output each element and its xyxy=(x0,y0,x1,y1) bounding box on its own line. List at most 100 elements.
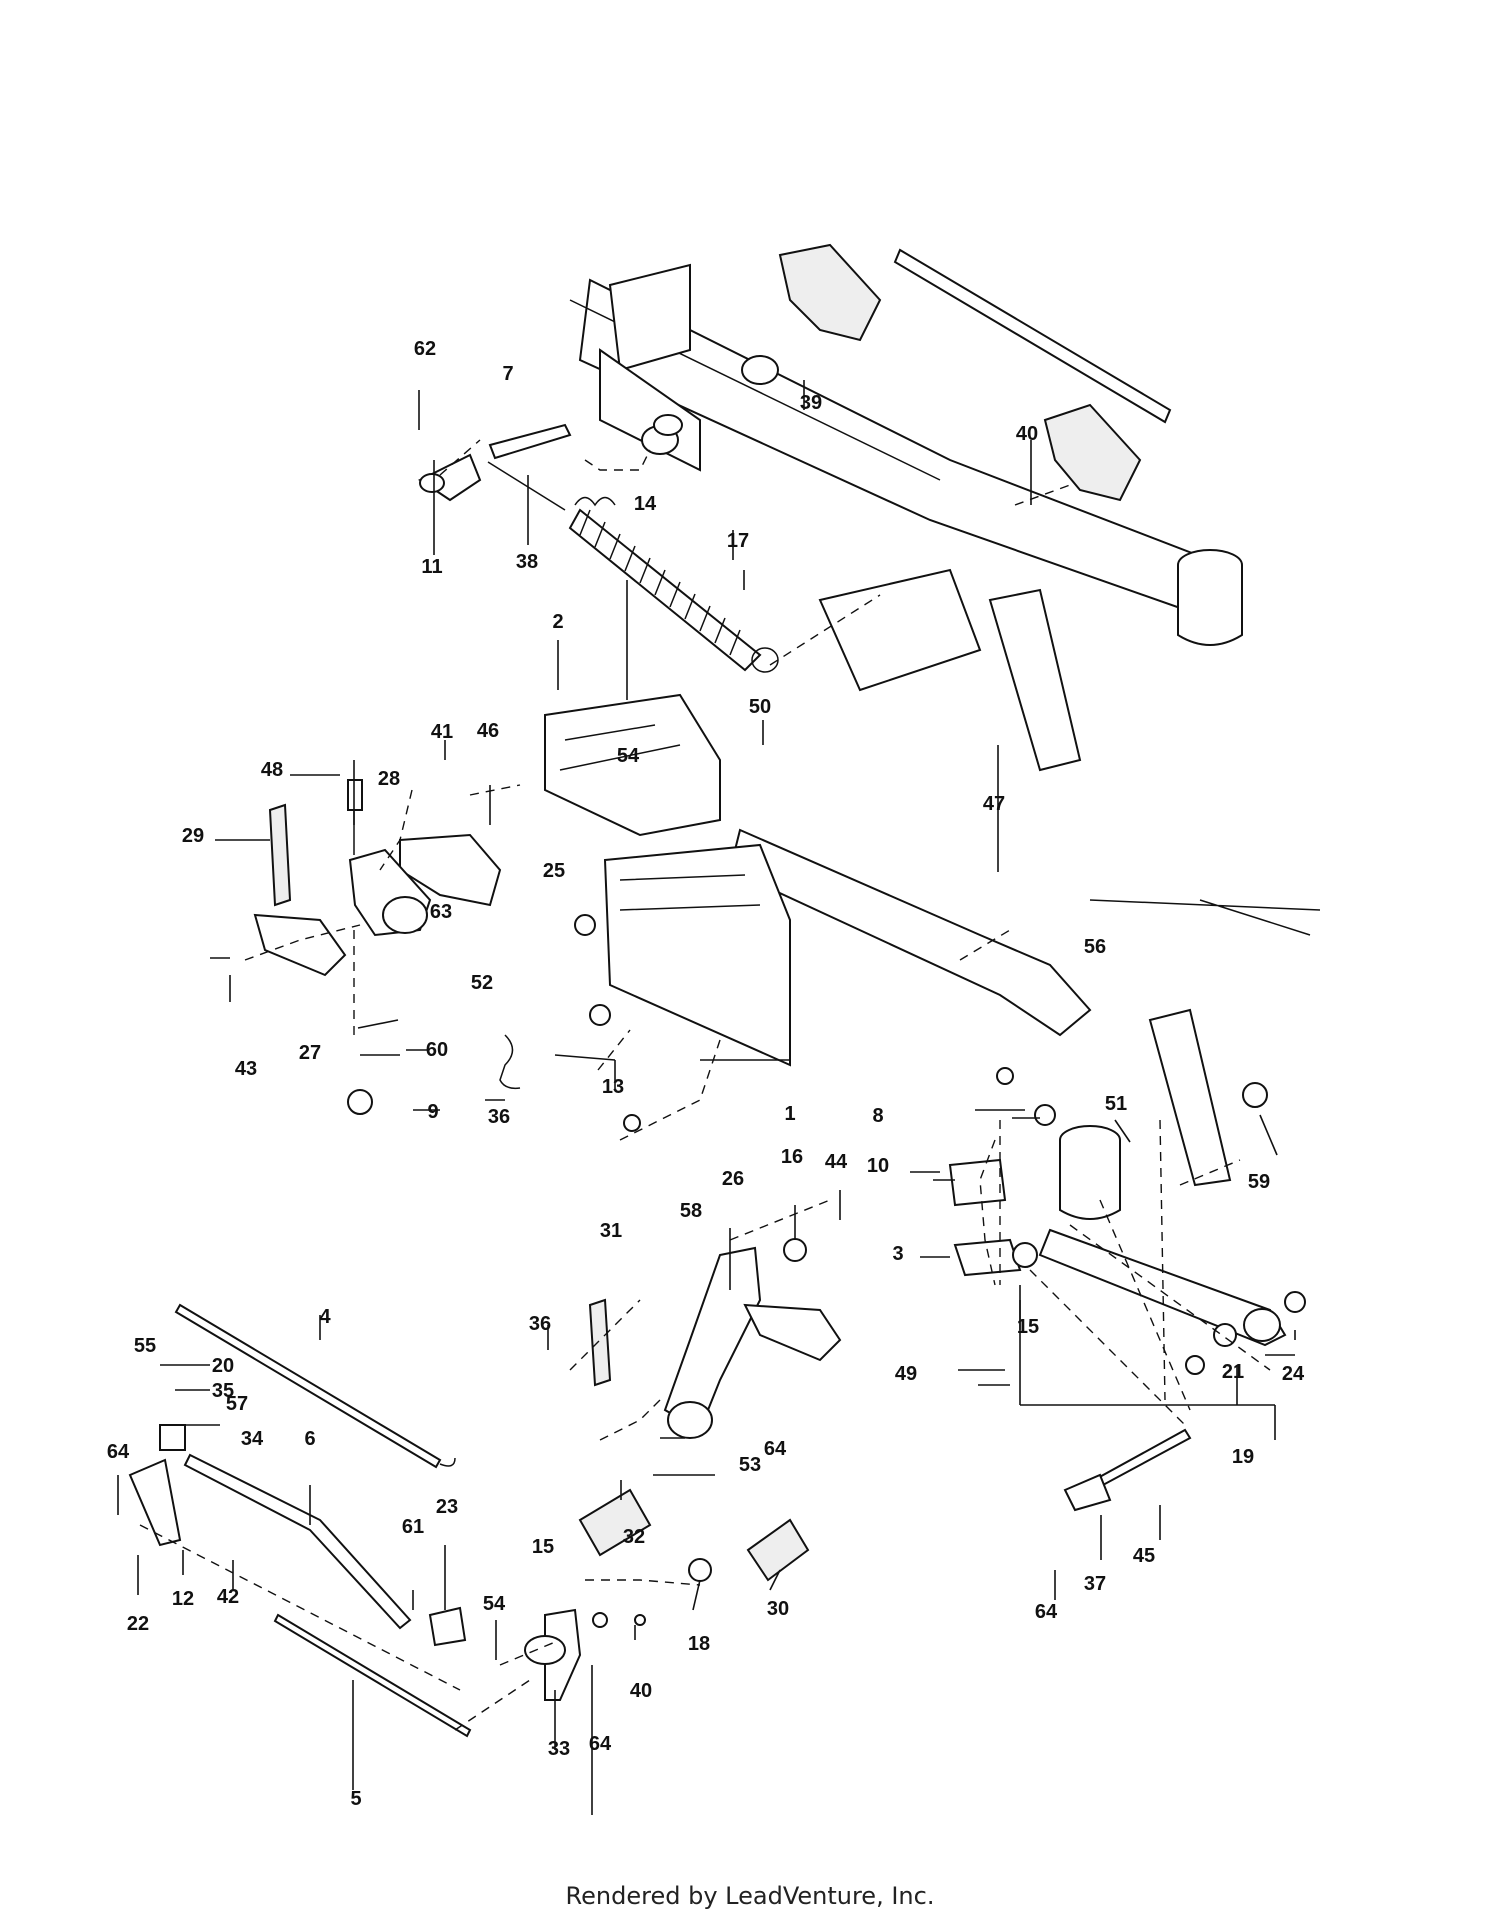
callout-label-9: 9 xyxy=(427,1101,438,1123)
block-24 xyxy=(428,1606,467,1647)
callout-label-63: 63 xyxy=(430,901,452,923)
grip-31 xyxy=(746,1518,810,1582)
callout-label-17: 17 xyxy=(727,530,749,552)
callout-label-21: 21 xyxy=(1222,1361,1244,1383)
callout-label-60: 60 xyxy=(426,1039,448,1061)
callout-label-27: 27 xyxy=(299,1042,321,1064)
bracket-35 xyxy=(159,1424,186,1451)
bellcrank-28 xyxy=(253,913,347,977)
callout-label-4: 4 xyxy=(319,1306,331,1328)
callout-label-18: 18 xyxy=(688,1633,710,1655)
front-mount-bracket xyxy=(608,263,691,372)
callout-label-33: 33 xyxy=(548,1738,570,1760)
callout-label-2: 2 xyxy=(552,611,563,633)
callout-label-28: 28 xyxy=(378,768,400,790)
callout-label-1: 1 xyxy=(784,1103,795,1125)
plate-3 xyxy=(953,1238,1022,1277)
assembly-dashes xyxy=(139,439,1271,1731)
hanger-assembly-left xyxy=(778,243,882,342)
callout-label-20: 20 xyxy=(212,1355,234,1377)
callout-label-47: 47 xyxy=(983,793,1005,815)
clamp-10 xyxy=(948,1158,1007,1207)
callout-label-39: 39 xyxy=(800,392,822,414)
hanger-assembly-right xyxy=(1043,403,1142,502)
callout-label-15: 15 xyxy=(532,1536,554,1558)
bellcrank-27 xyxy=(663,1246,762,1432)
callout-label-13: 13 xyxy=(602,1076,624,1098)
callout-label-12: 12 xyxy=(172,1588,194,1610)
callout-label-53: 53 xyxy=(739,1454,761,1476)
callout-label-49: 49 xyxy=(895,1363,917,1385)
callout-label-57: 57 xyxy=(226,1393,248,1415)
lift-spring xyxy=(568,496,779,673)
callout-label-3: 3 xyxy=(892,1243,903,1265)
callout-label-37: 37 xyxy=(1084,1573,1106,1595)
grip-33 xyxy=(578,1488,652,1557)
adjust-plate-1 xyxy=(603,843,791,1067)
callout-label-54: 54 xyxy=(617,745,640,767)
callout-label-19: 19 xyxy=(1232,1446,1254,1468)
callout-label-61: 61 xyxy=(402,1516,424,1538)
callout-label-58: 58 xyxy=(680,1200,702,1222)
callout-label-40: 40 xyxy=(1016,423,1038,445)
callout-label-55: 55 xyxy=(134,1335,156,1357)
callout-label-45: 45 xyxy=(1133,1545,1155,1567)
callout-label-10: 10 xyxy=(867,1155,889,1177)
callout-label-8: 8 xyxy=(872,1105,883,1127)
callout-label-25: 25 xyxy=(543,860,565,882)
top-cross-bar xyxy=(893,248,1172,424)
rear-support-upper xyxy=(988,588,1082,772)
callout-label-5: 5 xyxy=(350,1788,361,1810)
callout-label-29: 29 xyxy=(182,825,204,847)
callout-label-14: 14 xyxy=(634,493,657,515)
callout-label-32: 32 xyxy=(623,1526,645,1548)
callout-label-54: 54 xyxy=(483,1593,506,1615)
rear-support-mid xyxy=(1148,1008,1232,1187)
callout-label-48: 48 xyxy=(261,759,283,781)
callout-label-26: 26 xyxy=(722,1168,744,1190)
callout-label-34: 34 xyxy=(241,1428,264,1450)
callout-label-51: 51 xyxy=(1105,1093,1127,1115)
callout-label-36: 36 xyxy=(529,1313,551,1335)
callout-label-64: 64 xyxy=(764,1438,787,1460)
footer-credit: Rendered by LeadVenture, Inc. xyxy=(565,1882,935,1910)
callout-label-11: 11 xyxy=(421,556,442,578)
cross-member-upper xyxy=(818,568,982,692)
callout-label-59: 59 xyxy=(1248,1171,1270,1193)
callout-label-52: 52 xyxy=(471,972,493,994)
adjust-plate-2 xyxy=(544,693,721,837)
leader-lines xyxy=(117,380,1296,1815)
callout-label-44: 44 xyxy=(825,1151,848,1173)
callout-label-15: 15 xyxy=(1017,1316,1039,1338)
callout-label-42: 42 xyxy=(217,1586,239,1608)
exploded-view-drawing xyxy=(128,243,1321,1738)
callout-label-23: 23 xyxy=(436,1496,458,1518)
callout-label-30: 30 xyxy=(767,1598,789,1620)
callout-label-40: 40 xyxy=(630,1680,652,1702)
chain-36 xyxy=(588,1298,612,1387)
callout-label-16: 16 xyxy=(781,1146,803,1168)
bracket-12 xyxy=(128,1458,182,1547)
callout-label-38: 38 xyxy=(516,551,538,573)
callout-label-41: 41 xyxy=(431,721,453,743)
rod-5 xyxy=(273,1613,472,1738)
callout-label-36: 36 xyxy=(488,1106,510,1128)
callout-label-22: 22 xyxy=(127,1613,149,1635)
callout-label-64: 64 xyxy=(589,1733,612,1755)
pivot-pin-7 xyxy=(488,423,572,460)
rod-4 xyxy=(174,1303,442,1469)
callout-label-7: 7 xyxy=(502,363,513,385)
callout-label-43: 43 xyxy=(235,1058,257,1080)
callout-label-50: 50 xyxy=(749,696,771,718)
callout-label-24: 24 xyxy=(1282,1363,1305,1385)
callout-label-64: 64 xyxy=(1035,1601,1058,1623)
callout-label-35: 35 xyxy=(212,1380,234,1402)
callout-label-46: 46 xyxy=(477,720,499,742)
callout-label-6: 6 xyxy=(304,1428,315,1450)
callout-label-31: 31 xyxy=(600,1220,622,1242)
callout-label-64: 64 xyxy=(107,1441,130,1463)
chain-30 xyxy=(268,803,292,907)
callout-label-56: 56 xyxy=(1084,936,1106,958)
